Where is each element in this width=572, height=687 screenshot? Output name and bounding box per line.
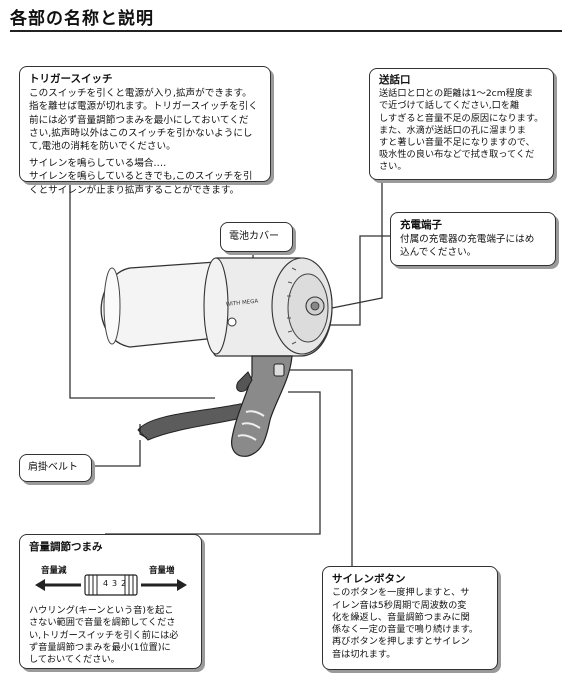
- charge-terminal-heading: 充電端子: [400, 219, 442, 231]
- trigger-siren-subheading: サイレンを鳴らしている場合‥‥: [29, 158, 167, 170]
- trigger-description: このスイッチを引くと電源が入り,拡声ができます。 指を離せば電源が切れます。トリ…: [29, 88, 258, 153]
- mouthpiece-heading: 送話口: [379, 74, 411, 86]
- trigger-siren-description: サイレンを鳴らしているときでも,このスイッチを引 くとサイレンが止まり拡声するこ…: [29, 171, 253, 196]
- charge-terminal-description: 付属の充電器の充電端子にはめ 込んでください。: [400, 234, 535, 259]
- leader-siren: [285, 369, 353, 566]
- leader-volume: [105, 391, 321, 535]
- volume-description: ハウリング(キーンという音)を起こ さない範囲で音量を調節してくださ い,トリガ…: [29, 605, 179, 666]
- trigger-heading: トリガースイッチ: [29, 73, 113, 85]
- volume-control-callout: 音量調節つまみ 音量減 音量増 4 3 2 ハウリング(キーンという音)を起こ …: [19, 534, 202, 669]
- siren-button-shape: [273, 363, 285, 377]
- leader-trigger: [69, 182, 215, 399]
- volume-heading: 音量調節つまみ: [29, 541, 103, 553]
- siren-description: このボタンを一度押しますと、サ イレン音は5秒周期で周波数の変 化を繰返し、音量…: [332, 587, 479, 660]
- battery-cover-label: 電池カバー: [229, 231, 279, 242]
- trigger-switch: [236, 371, 253, 393]
- device-logo: WITH MEGA: [226, 299, 259, 308]
- dial-number-2: 2: [121, 579, 127, 589]
- shoulder-belt-label: 肩掛ベルト: [28, 462, 78, 473]
- charge-terminal-callout: 充電端子 付属の充電器の充電端子にはめ 込んでください。: [390, 212, 556, 266]
- volume-down-label: 音量減: [41, 566, 67, 577]
- dial-number-4: 4: [103, 579, 109, 589]
- shoulder-belt-callout: 肩掛ベルト: [19, 454, 92, 482]
- siren-heading: サイレンボタン: [332, 573, 406, 585]
- mouthpiece-callout: 送話口 送話口と口との距離は1〜2cm程度ま で近づけて話してください,口を離 …: [369, 68, 554, 180]
- title-underline: [10, 30, 562, 32]
- handle: [231, 355, 293, 457]
- leader-belt: [92, 440, 141, 467]
- volume-up-label: 音量増: [149, 566, 175, 577]
- volume-dial-graphic: [35, 574, 187, 596]
- horn-bell: [100, 261, 217, 348]
- leader-mouthpiece: [321, 180, 383, 311]
- battery-cover-callout: 電池カバー: [220, 222, 293, 252]
- mouthpiece-description: 送話口と口との距離は1〜2cm程度ま で近づけて話してください,口を離 しすぎる…: [379, 88, 544, 173]
- trigger-switch-callout: トリガースイッチ このスイッチを引くと電源が入り,拡声ができます。 指を離せば電…: [19, 66, 271, 196]
- siren-button-callout: サイレンボタン このボタンを一度押しますと、サ イレン音は5秒周期で周波数の変 …: [322, 566, 498, 670]
- volume-dial-figure: 音量減 音量増 4 3 2: [29, 555, 192, 605]
- page-title: 各部の名称と説明: [10, 9, 154, 29]
- dial-number-3: 3: [112, 579, 118, 589]
